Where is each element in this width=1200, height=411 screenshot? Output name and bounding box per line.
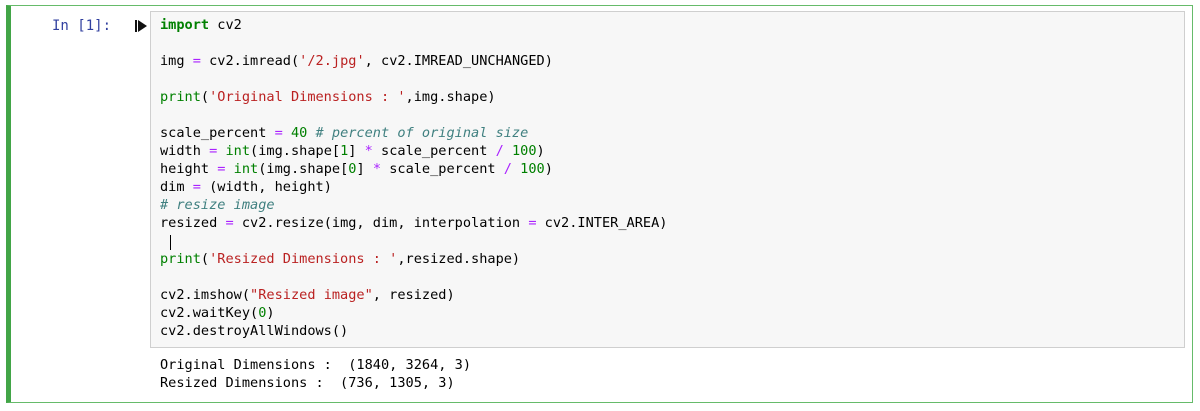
code-token: '/2.jpg' [299,53,365,69]
code-token: width [160,143,210,159]
code-line: scale_percent = 40 # percent of original… [160,124,667,142]
code-token [283,125,291,141]
code-token: int [225,143,251,159]
code-token: ) [536,143,545,159]
code-line: print('Original Dimensions : ',img.shape… [160,88,667,106]
code-token: cv2.destroyAllWindows() [160,323,349,339]
code-token: img [160,53,193,69]
code-token: ) [544,161,553,177]
code-line [160,268,667,286]
code-token: 100 [520,161,545,177]
code-token [504,143,512,159]
code-line [160,106,667,124]
code-token [225,161,233,177]
code-token: = [274,125,283,141]
code-token: int [233,161,259,177]
code-line: width = int(img.shape[1] * scale_percent… [160,142,667,160]
code-token: / [503,161,512,177]
code-token: print [160,251,201,267]
code-line [160,70,667,88]
code-text[interactable]: import cv2 img = cv2.imread('/2.jpg', cv… [160,16,667,340]
code-token: = [192,179,201,195]
code-token: , resized) [372,287,455,303]
text-cursor [170,235,171,250]
code-line: height = int(img.shape[0] * scale_percen… [160,160,667,178]
code-token: cv2.imread( [200,53,300,69]
code-token: (img.shape[ [250,143,341,159]
code-line: img = cv2.imread('/2.jpg', cv2.IMREAD_UN… [160,52,667,70]
code-token: cv2.INTER_AREA) [536,215,668,231]
code-line: resized = cv2.resize(img, dim, interpola… [160,214,667,232]
output-line: Original Dimensions : (1840, 3264, 3) [160,357,471,373]
code-token: import [160,17,210,33]
code-token: scale_percent [381,161,504,177]
code-token: = [209,143,218,159]
code-token: resized [160,215,226,231]
code-token: "Resized image" [250,287,373,303]
code-line: cv2.destroyAllWindows() [160,322,667,340]
code-token: ] [348,143,365,159]
code-token [307,125,315,141]
code-token: print [160,89,201,105]
code-token: ,img.shape) [405,89,496,105]
code-token: , cv2.IMREAD_UNCHANGED) [364,53,553,69]
input-prompt: In [1]: [52,18,112,34]
code-token: 0 [258,305,267,321]
code-token: cv2 [209,17,242,33]
code-token: = [217,161,226,177]
code-token: 100 [511,143,537,159]
code-token: cv2.resize(img, dim, interpolation [233,215,529,231]
code-line [160,232,667,250]
code-token: # percent of original size [315,125,529,141]
code-token: (width, height) [200,179,332,195]
code-line: cv2.waitKey(0) [160,304,667,322]
code-token: = [528,215,537,231]
code-token: ( [200,89,210,105]
output-line: Resized Dimensions : (736, 1305, 3) [160,375,455,391]
code-token: scale_percent [160,125,275,141]
code-token: # resize image [160,197,275,213]
code-token: cv2.imshow( [160,287,251,303]
code-token: 'Resized Dimensions : ' [209,251,398,267]
code-token [512,161,520,177]
code-token: cv2.waitKey( [160,305,259,321]
code-token: 0 [348,161,357,177]
code-token: scale_percent [372,143,496,159]
code-token: ( [200,251,210,267]
code-line: dim = (width, height) [160,178,667,196]
code-token: dim [160,179,193,195]
code-token: * [364,143,373,159]
code-line: print('Resized Dimensions : ',resized.sh… [160,250,667,268]
code-token: ,resized.shape) [397,251,521,267]
code-token: ) [266,305,275,321]
code-line: cv2.imshow("Resized image", resized) [160,286,667,304]
code-token: ] [356,161,373,177]
code-token: = [192,53,201,69]
run-cell-icon[interactable] [134,19,148,33]
code-line: import cv2 [160,16,667,34]
code-token: / [495,143,504,159]
code-token: height [160,161,218,177]
code-line [160,34,667,52]
code-token: 'Original Dimensions : ' [209,89,406,105]
cell-output: Original Dimensions : (1840, 3264, 3) Res… [160,356,471,392]
code-token: = [225,215,234,231]
code-token: * [372,161,382,177]
code-token: 40 [290,125,308,141]
code-token: 1 [340,143,349,159]
code-editor[interactable] [150,11,1185,348]
code-token: (img.shape[ [258,161,349,177]
code-line: # resize image [160,196,667,214]
